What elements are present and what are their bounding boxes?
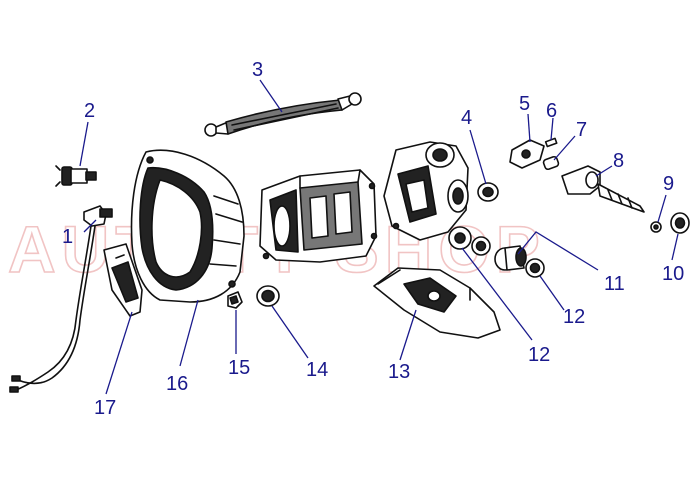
- bearing-cone-a: [448, 226, 472, 250]
- callout-5: 5: [519, 93, 530, 115]
- part-12-cup-b: [525, 258, 545, 278]
- callout-15: 15: [228, 357, 250, 379]
- callout-13: 13: [388, 361, 410, 383]
- part-14-seal: [256, 285, 280, 307]
- callout-3: 3: [252, 59, 263, 81]
- part-16-bell-housing: [130, 149, 245, 303]
- part-5-flange: [509, 139, 545, 169]
- callout-9: 9: [663, 173, 674, 195]
- part-6-pin: [544, 137, 558, 148]
- part-4-seal: [477, 182, 499, 202]
- part-13-mount-bracket: [373, 267, 501, 339]
- callout-10: 10: [662, 263, 684, 285]
- part-3-ground-strap: [204, 92, 362, 137]
- part-1-switch-with-wiring: [9, 205, 113, 393]
- leader-lines: [79, 79, 679, 395]
- callout-12-right: 12: [563, 306, 585, 328]
- callout-12-lower: 12: [528, 344, 550, 366]
- part-7-bushing: [542, 155, 560, 171]
- callout-labels: 1 2 3 4 5 6 7 8 9 10 11 12 12 13 14 15 1…: [62, 59, 684, 419]
- callout-16: 16: [166, 373, 188, 395]
- transmission-case: [259, 169, 378, 263]
- part-17-cover-plate: [103, 243, 143, 317]
- part-12-cup-a: [471, 236, 491, 256]
- part-8-drive-housing: [561, 165, 645, 213]
- part-2-switch: [55, 165, 97, 187]
- rear-housing: [383, 141, 469, 241]
- part-9-washer: [650, 221, 662, 233]
- callout-14: 14: [306, 359, 328, 381]
- callout-1: 1: [62, 226, 73, 248]
- part-10-bushing: [670, 212, 690, 234]
- part-15-clip: [227, 291, 243, 309]
- callout-6: 6: [546, 100, 557, 122]
- callout-7: 7: [576, 119, 587, 141]
- callout-4: 4: [461, 107, 472, 129]
- callout-17: 17: [94, 397, 116, 419]
- callout-8: 8: [613, 150, 624, 172]
- callout-11: 11: [604, 273, 625, 295]
- callout-2: 2: [84, 100, 95, 122]
